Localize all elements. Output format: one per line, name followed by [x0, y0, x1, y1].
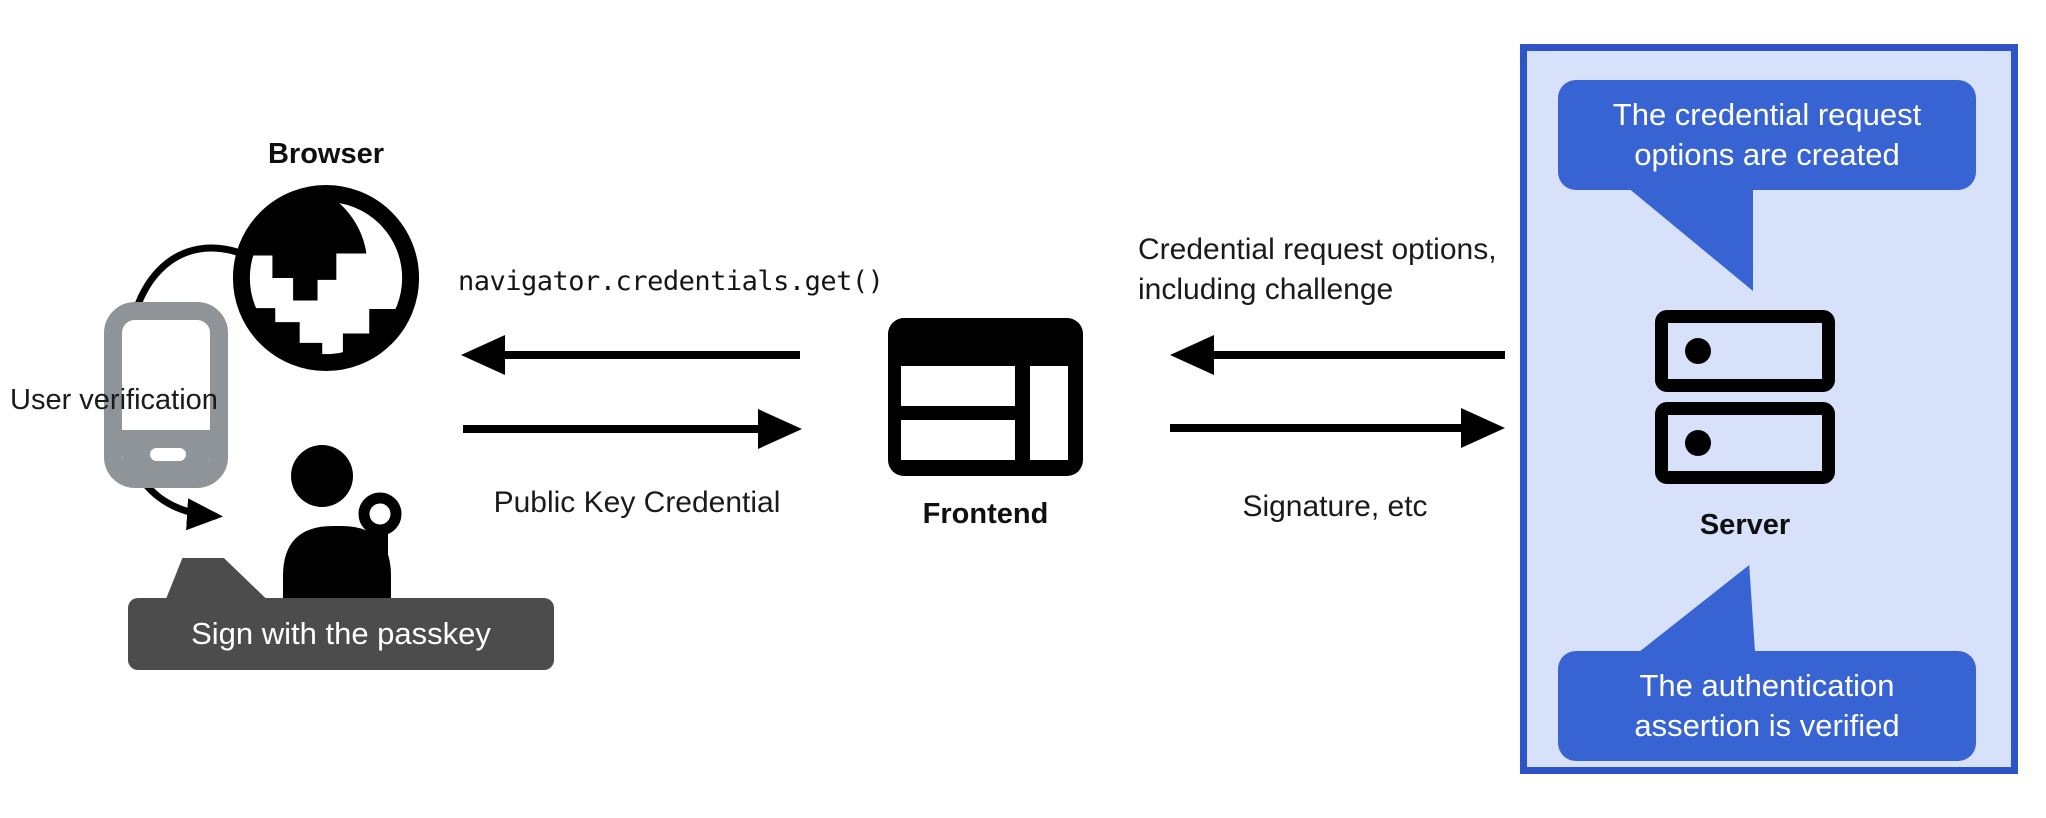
frontend-pane-top	[901, 366, 1015, 406]
options-line-1: Credential request options,	[1138, 233, 1497, 266]
arrow-head	[1461, 408, 1505, 448]
phone-icon	[104, 302, 228, 488]
assertion-verified-bubble: The authentication assertion is verified	[1558, 651, 1976, 761]
server-unit-icon	[1655, 402, 1835, 484]
browser-label: Browser	[267, 138, 385, 170]
frontend-pane-bottom	[901, 420, 1015, 460]
frontend-pane-right	[1030, 366, 1068, 460]
frontend-label: Frontend	[922, 498, 1049, 530]
user-verification-label: User verification	[10, 384, 218, 416]
tooltip-pointer	[165, 558, 268, 600]
bubble-top-tail	[1627, 187, 1753, 291]
options-line-2: including challenge	[1138, 273, 1394, 306]
bubble-bottom-line-1: The authentication	[1639, 668, 1895, 703]
bubble-bottom-line-2: assertion is verified	[1634, 708, 1900, 743]
public-key-credential-label: Public Key Credential	[493, 486, 781, 519]
credential-options-created-bubble: The credential request options are creat…	[1558, 80, 1976, 190]
server-unit-icon	[1655, 310, 1835, 392]
signature-etc-label: Signature, etc	[1242, 490, 1428, 523]
server-dot	[1685, 338, 1711, 364]
arrow-shaft	[500, 351, 800, 359]
arrow-head	[758, 409, 802, 449]
sign-with-passkey-tooltip: Sign with the passkey	[128, 598, 554, 670]
arrow-head	[461, 335, 505, 375]
tooltip-label: Sign with the passkey	[191, 616, 491, 651]
server-dot	[1685, 430, 1711, 456]
bubble-bottom-tail	[1639, 565, 1755, 652]
arrow-head	[1170, 335, 1214, 375]
bubble-top-line-2: options are created	[1634, 137, 1900, 172]
server-panel: The credential request options are creat…	[1520, 44, 2018, 774]
credential-request-options-text: Credential request options, including ch…	[1138, 230, 1497, 310]
user-with-passkey-icon	[283, 445, 402, 598]
arrow-shaft	[463, 425, 760, 433]
arrow-shaft	[1170, 424, 1463, 432]
frontend-window-icon	[888, 318, 1083, 476]
navigator-credentials-get-code: navigator.credentials.get()	[458, 266, 884, 297]
arrow-shaft	[1209, 351, 1505, 359]
bubble-top-line-1: The credential request	[1612, 97, 1922, 132]
server-label: Server	[1699, 509, 1791, 541]
globe-icon	[232, 184, 420, 372]
